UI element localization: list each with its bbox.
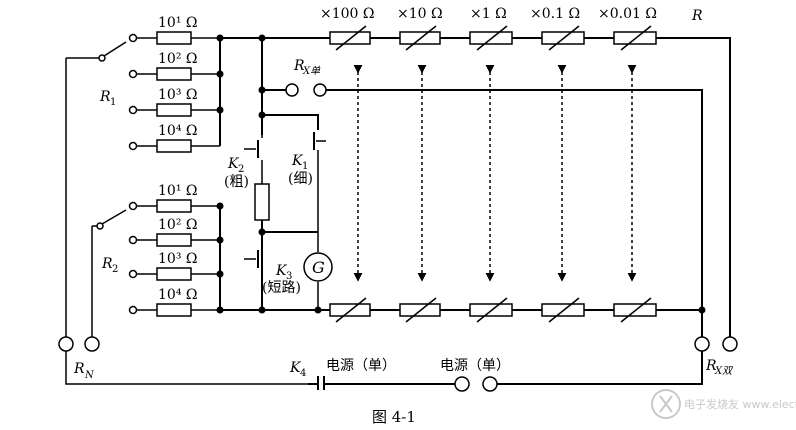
svg-text:K: K [289,360,302,376]
svg-text:3: 3 [286,271,292,282]
rx-double-label: R X双 [705,358,734,377]
multiplier-label-4: ×0.1 Ω [530,6,580,22]
r2-resistor-label-2: 10² Ω [158,217,197,233]
k3-label: K 3 (短路) [262,263,301,296]
svg-text:R: R [293,58,305,74]
multiplier-label-2: ×10 Ω [397,6,443,22]
svg-text:2: 2 [238,164,244,175]
svg-text:1: 1 [302,161,308,172]
svg-text:K: K [275,263,288,279]
figure-caption: 图 4-1 [372,408,416,426]
watermark-logo [651,389,681,419]
galvanometer-label: G [312,258,325,277]
watermark-text: 电子发烧友 www.elecfans.com [684,397,796,411]
k2-label: K 2 (粗) [224,156,249,190]
svg-text:R: R [705,358,717,374]
bottom-bus [220,309,703,338]
junction-dots [216,34,706,314]
rn-terminal-left[interactable] [58,336,74,352]
rx-double-terminal-left[interactable] [694,336,710,352]
multiplier-label-5: ×0.01 Ω [598,6,657,22]
bottom-decade-resistors [329,297,657,323]
k1-label: K 1 (细) [288,153,313,187]
svg-text:(短路): (短路) [262,280,301,296]
svg-text:(细): (细) [288,171,313,187]
r2-resistor-bank [137,199,221,317]
rx-double-terminal-right[interactable] [722,336,738,352]
svg-text:K: K [291,153,304,169]
svg-text:X双: X双 [714,366,734,377]
top-decade-resistors [329,25,657,51]
svg-text:K: K [227,156,240,172]
r1-resistor-label-1: 10¹ Ω [158,15,197,31]
svg-text:N: N [84,370,95,381]
top-bus [220,37,731,338]
svg-text:(粗): (粗) [224,174,249,190]
power-loop-wires [65,351,703,385]
power-terminal-right[interactable] [482,376,498,392]
power-label-right: 电源（单） [440,358,510,374]
r2-label: R 2 [101,256,118,275]
power-label-left: 电源（单） [326,358,396,374]
r2-resistor-label-1: 10¹ Ω [158,183,197,199]
r1-resistor-label-2: 10² Ω [158,51,197,67]
k4-label: K 4 [289,360,306,379]
r1-resistor-label-4: 10⁴ Ω [158,123,197,139]
gang-link-arrows [353,64,637,282]
power-terminal-left[interactable] [454,376,470,392]
r1-resistor-label-3: 10³ Ω [158,87,197,103]
galvanometer [303,252,333,282]
r1-label: R 1 [99,89,116,108]
k4-switch[interactable] [317,376,330,390]
rx-single-label: R X单 [293,58,321,77]
svg-text:R: R [73,361,85,377]
multiplier-label-3: ×1 Ω [470,6,507,22]
r2-resistor-label-3: 10³ Ω [158,251,197,267]
rn-terminal-right[interactable] [84,336,100,352]
svg-text:R: R [101,256,113,272]
svg-text:R: R [99,89,111,105]
multiplier-label-1: ×100 Ω [320,6,375,22]
r-label: R [691,8,703,24]
svg-text:4: 4 [300,368,306,379]
r1-rotary-switch[interactable] [66,33,138,151]
rx-single-terminal-right[interactable] [313,83,327,97]
r2-rotary-switch[interactable] [92,201,138,315]
svg-text:X单: X单 [302,65,321,77]
rx-single-lead [326,89,703,310]
svg-text:2: 2 [112,264,118,275]
rx-single-terminal-left[interactable] [285,83,299,97]
r1-resistor-bank [137,31,221,153]
rn-label: R N [73,361,95,381]
svg-text:1: 1 [110,97,116,108]
r2-resistor-label-4: 10⁴ Ω [158,287,197,303]
